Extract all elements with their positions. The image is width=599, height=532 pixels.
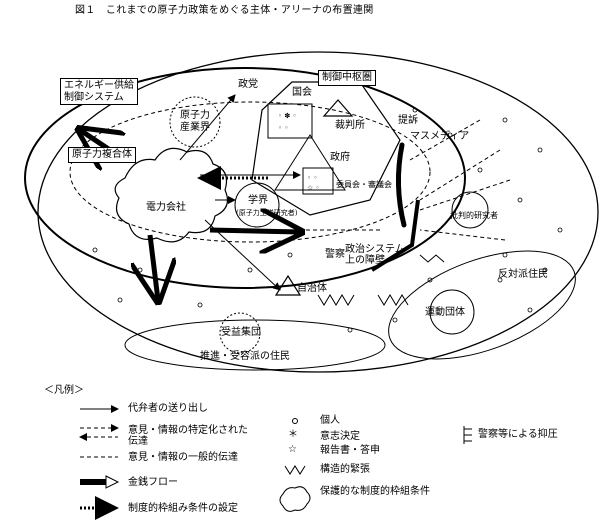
committees-label: 委員会・審議会 — [336, 180, 392, 189]
money-arrow — [150, 234, 158, 300]
residents-ellipse — [124, 319, 386, 371]
academia-circle — [234, 182, 280, 228]
opposition-ellipse — [388, 250, 576, 360]
movement-circle — [429, 289, 475, 335]
legend-item: 意見・情報の一般的伝達 — [128, 452, 238, 463]
society-ellipse — [37, 51, 599, 373]
individuals — [92, 107, 563, 333]
info-line — [419, 149, 501, 201]
money-arrow — [209, 230, 300, 232]
legend-item: 金銭フロー — [128, 477, 178, 488]
committee-box — [302, 167, 334, 195]
control-center-label: 制御中枢圏 — [318, 70, 376, 86]
energy-system-label: エネルギー供給制御システム — [60, 78, 138, 105]
asterisk-icon: ＊ — [288, 429, 298, 440]
media-label: マスメディア — [410, 131, 470, 142]
academia-label: 学界 — [248, 195, 268, 206]
legend-item: 構造的緊張 — [320, 464, 370, 475]
svg-text:◦ ✽ ◦: ◦ ✽ ◦ — [278, 112, 297, 120]
legend-item: 個人 — [320, 415, 340, 426]
beneficiary-circle — [219, 312, 261, 354]
government-label: 政府 — [330, 152, 350, 163]
academia-sub-label: (原子力工学研究者) — [236, 209, 298, 217]
tension-zigzag — [317, 294, 355, 306]
local-gov-label: 自治体 — [297, 283, 327, 294]
svg-text:◦ ◦: ◦ ◦ — [278, 124, 288, 132]
court-label: 裁判所 — [335, 120, 365, 131]
control-center-polygon — [251, 81, 401, 216]
opposition-label: 反対派住民 — [498, 269, 548, 280]
nuclear-complex-ellipse — [69, 101, 431, 243]
legend-title: ＜凡例＞ — [44, 385, 84, 396]
lawsuit-label: 提訴 — [398, 115, 418, 126]
politicians-label: 政党 — [238, 79, 258, 90]
critical-researchers-label: 批判的研究者 — [450, 211, 498, 220]
critical-researchers-circle — [451, 191, 489, 229]
diet-box — [267, 103, 313, 139]
power-company-cloud — [114, 147, 228, 243]
power-company-label: 電力会社 — [146, 202, 186, 213]
money-arrow — [80, 130, 110, 150]
movement-label: 運動団体 — [425, 307, 465, 318]
info-line — [419, 179, 511, 211]
info-line — [419, 229, 506, 241]
svg-text:☆ ◦: ☆ ◦ — [307, 184, 320, 192]
rep-arrow — [179, 94, 236, 161]
government-triangle — [274, 134, 346, 191]
industry-cloud — [169, 96, 221, 148]
local-gov-triangle — [274, 274, 302, 296]
legend-item: 制度的枠組み条件の設定 — [128, 503, 238, 514]
legend-item: 代弁者の送り出し — [128, 403, 208, 414]
svg-text:◦ ◦: ◦ ◦ — [307, 174, 317, 182]
residents-label: 推進・受容派の住民 — [200, 351, 290, 362]
police-label: 警察 — [325, 249, 345, 260]
political-barrier-line — [370, 199, 420, 272]
tension-zigzag — [377, 294, 409, 306]
court-triangle — [322, 99, 354, 117]
legend-item: 保護的な制度的枠組条件 — [320, 486, 430, 497]
legend-symbols — [79, 405, 472, 520]
star-icon: ☆ — [288, 444, 297, 455]
legend-item: 意志決定 — [320, 431, 360, 442]
legend-item: 報告書・答申 — [320, 445, 380, 456]
legend-item: 警察等による抑圧 — [478, 429, 558, 440]
media-bar — [395, 142, 407, 228]
political-barrier-label: 政治システム上の障壁 — [345, 244, 405, 266]
beneficiaries-label: 受益集団 — [221, 327, 261, 338]
energy-system-ellipse — [24, 67, 466, 289]
nuclear-complex-label: 原子力複合体 — [68, 147, 136, 163]
figure-title: 図１ これまでの原子力政策をめぐる主体・アリーナの布置連関 — [75, 5, 374, 16]
diet-label: 国会 — [292, 87, 312, 98]
industry-label: 原子力産業界 — [180, 110, 210, 133]
legend-item: 意見・情報の特定化された伝達 — [128, 425, 248, 447]
tension-zigzag — [419, 254, 445, 263]
